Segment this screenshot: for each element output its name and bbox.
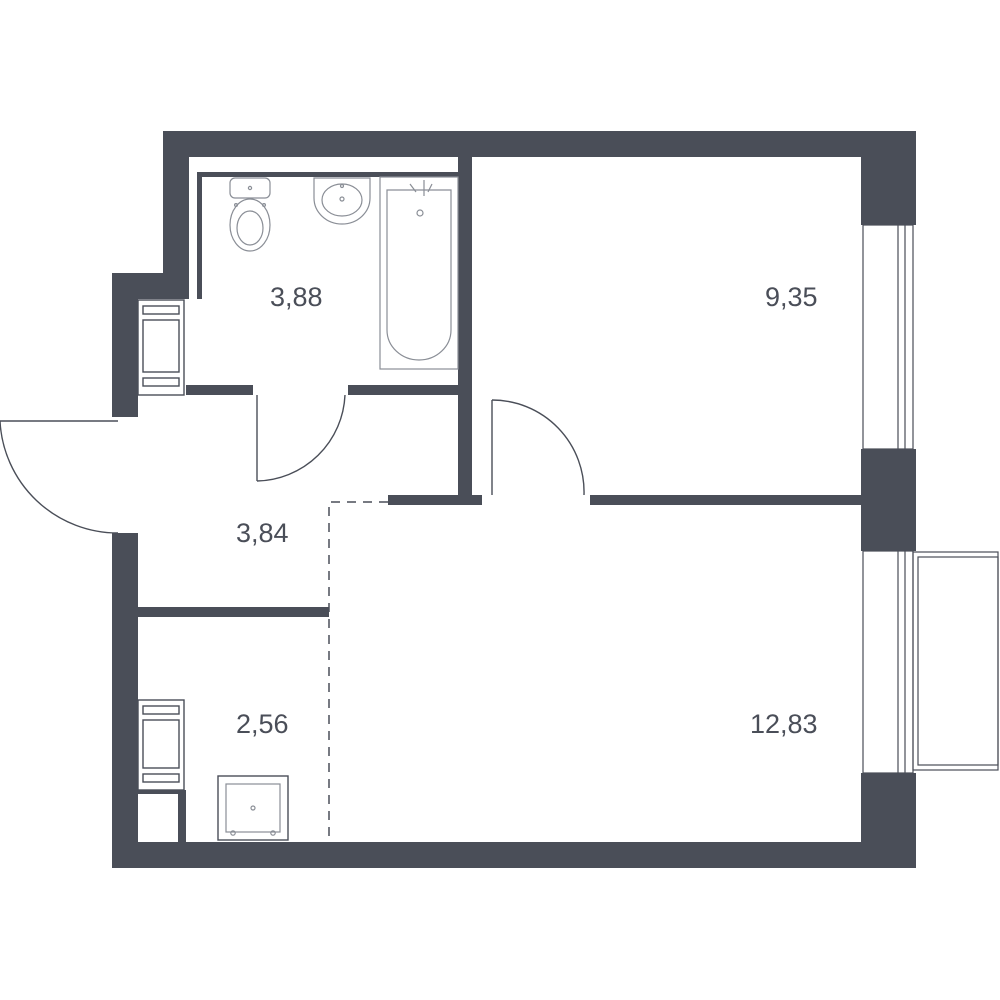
hallway-area-label: 3,84	[236, 518, 289, 548]
radiator-top-bar	[142, 305, 180, 315]
toilet-icon	[229, 177, 271, 199]
wall-bath-inner-top	[197, 172, 458, 177]
bedroom-area-label: 9,35	[765, 282, 818, 312]
wall-bottom	[112, 842, 916, 868]
bathroom-area-label: 3,88	[270, 282, 323, 312]
bathtub	[379, 176, 459, 370]
toilet-dot	[262, 203, 267, 208]
wall-bath-bedroom	[458, 157, 472, 497]
shower-foot	[270, 830, 276, 836]
radiator-top-bar	[142, 705, 180, 715]
door-arc	[0, 420, 119, 534]
bathtub-faucet	[409, 180, 433, 196]
shower-tray-icon	[217, 775, 289, 841]
wall-left-upper	[112, 273, 138, 417]
exterior-walls	[112, 131, 916, 868]
bathroom-door[interactable]	[256, 394, 346, 482]
shower-foot	[230, 830, 236, 836]
radiator-bottom-bar	[142, 773, 180, 783]
living-area-label: 12,83	[750, 709, 818, 739]
sink-tap	[339, 183, 345, 189]
balcony-inner	[917, 556, 999, 766]
wall-right-bottom	[861, 773, 916, 868]
toilet-seat	[236, 210, 264, 246]
balcony	[912, 551, 999, 771]
radiator-lower	[137, 699, 185, 791]
entrance-door[interactable]	[0, 420, 119, 534]
radiator-body	[142, 719, 180, 769]
shower-drain	[250, 805, 256, 811]
wall-bedroom-living	[590, 495, 862, 505]
wall-right-middle	[861, 449, 916, 551]
toilet	[229, 177, 271, 252]
sink-basin	[321, 183, 363, 217]
storage-area-label: 2,56	[236, 709, 289, 739]
window-living	[862, 550, 914, 774]
wall-storage-inner-top	[138, 790, 184, 794]
toilet-bowl	[229, 198, 271, 252]
radiator-bottom-bar	[142, 377, 180, 387]
zone-boundary-dashed	[328, 501, 388, 842]
wall-bath-inner-left	[197, 172, 202, 299]
wall-top-left-segment	[163, 131, 189, 299]
shower-tray-inner	[225, 783, 281, 833]
wall-hall-stub	[388, 495, 482, 505]
radiator-upper	[137, 299, 185, 396]
toilet-dot	[234, 203, 239, 208]
sink-drain	[339, 196, 345, 202]
doors	[0, 394, 585, 534]
door-arc	[256, 394, 346, 482]
window-bedroom	[862, 224, 914, 450]
wall-storage-top	[138, 607, 329, 617]
bedroom-door[interactable]	[491, 399, 585, 496]
bathtub-basin	[386, 189, 452, 361]
radiator-icon	[137, 699, 185, 791]
balcony-icon	[912, 551, 999, 771]
bathtub-icon	[379, 176, 459, 370]
interior-walls	[138, 157, 862, 844]
radiator-body	[142, 319, 180, 373]
radiator-icon	[137, 299, 185, 396]
toilet-dot	[247, 185, 253, 191]
wall-right-top	[861, 131, 916, 225]
wall-top	[163, 131, 916, 157]
wall-bath-bottom-right	[348, 385, 466, 395]
bathtub-drain	[416, 209, 424, 217]
window-icon	[862, 224, 914, 450]
shower-tray	[217, 775, 289, 841]
sink	[313, 177, 371, 225]
wall-storage-inner-right	[178, 790, 186, 844]
wall-left-lower	[112, 533, 138, 868]
door-arc	[491, 399, 585, 496]
wall-bath-bottom-left	[186, 385, 253, 395]
sink-icon	[313, 177, 371, 225]
